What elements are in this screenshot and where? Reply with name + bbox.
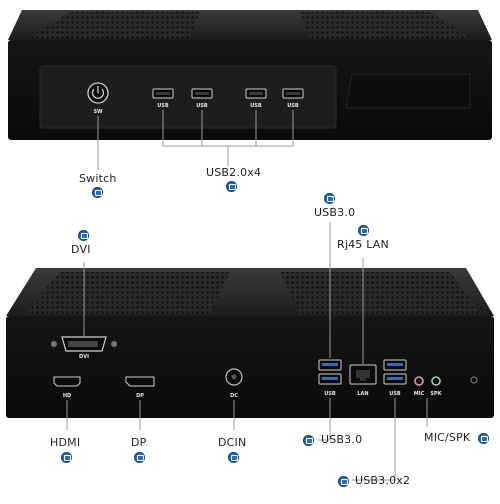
usb30-bottom-callout: USB3.0	[321, 433, 363, 446]
hdmi-port-label: HD	[63, 393, 71, 399]
dp-port[interactable]	[125, 376, 155, 387]
front-guide-lines	[97, 110, 294, 170]
lan-port[interactable]	[349, 364, 377, 385]
back-panel	[6, 316, 494, 418]
rj45-callout: Rj45 LAN	[337, 238, 389, 251]
front-unit: SW USB USB USB USB	[8, 10, 492, 140]
hdmi-callout: HDMI	[50, 436, 81, 449]
front-usb-label-3: USB	[250, 103, 262, 109]
spk-jack-label: SPK	[430, 391, 442, 397]
usb-icon	[226, 181, 237, 192]
power-icon	[91, 88, 105, 99]
back-mesh-left	[24, 272, 230, 314]
spk-jack[interactable]	[431, 376, 441, 386]
front-usb-label-4: USB	[287, 103, 299, 109]
usb30-top-callout: USB3.0	[314, 206, 356, 219]
usb30x2-callout: USB3.0x2	[355, 474, 411, 487]
front-usb-label-1: USB	[157, 103, 169, 109]
dvi-port[interactable]	[51, 336, 117, 352]
power-button[interactable]	[87, 82, 109, 104]
front-usb-label-2: USB	[196, 103, 208, 109]
dvi-port-label: DVI	[79, 354, 89, 360]
back-usb-left-label: USB	[324, 391, 336, 397]
usb-icon	[338, 476, 349, 487]
micspk-callout: MIC/SPK	[424, 431, 471, 444]
dp-port-label: DP	[136, 393, 144, 399]
power-icon	[92, 187, 103, 198]
usb-icon	[303, 435, 314, 446]
lock-slot	[470, 376, 478, 384]
front-usb-port-3[interactable]	[245, 88, 267, 99]
dp-callout: DP	[131, 436, 147, 449]
front-vent-slot	[345, 73, 471, 109]
usb20-callout: USB2.0x4	[206, 166, 262, 179]
lan-icon	[358, 225, 369, 236]
front-port-recess	[39, 65, 337, 129]
dc-jack[interactable]	[225, 368, 243, 386]
front-usb-port-1[interactable]	[152, 88, 174, 99]
back-usb3-port-right[interactable]	[383, 359, 407, 385]
front-usb-port-4[interactable]	[282, 88, 304, 99]
dc-jack-label: DC	[230, 393, 238, 399]
back-usb-right-label: USB	[389, 391, 401, 397]
back-usb3-port-left[interactable]	[318, 359, 342, 385]
display-icon	[61, 452, 72, 463]
back-unit: DVI HD DP DC USB LAN	[6, 268, 494, 418]
mic-jack-label: MIC	[414, 391, 425, 397]
display-icon	[78, 230, 89, 241]
audio-icon	[478, 433, 489, 444]
hdmi-port[interactable]	[53, 376, 81, 387]
front-mesh-left	[30, 12, 200, 38]
power-label: SW	[93, 109, 103, 115]
dvi-callout: DVI	[71, 243, 91, 256]
dc-icon	[228, 452, 239, 463]
lan-port-label: LAN	[357, 391, 368, 397]
dcin-callout: DCIN	[218, 436, 247, 449]
switch-callout: Switch	[79, 172, 117, 185]
back-guide-lines	[66, 222, 428, 481]
usb-icon	[324, 193, 335, 204]
front-usb-port-2[interactable]	[191, 88, 213, 99]
mic-jack[interactable]	[414, 376, 424, 386]
back-mesh-right	[280, 272, 480, 314]
front-mesh-right	[300, 12, 470, 38]
display-icon	[134, 452, 145, 463]
